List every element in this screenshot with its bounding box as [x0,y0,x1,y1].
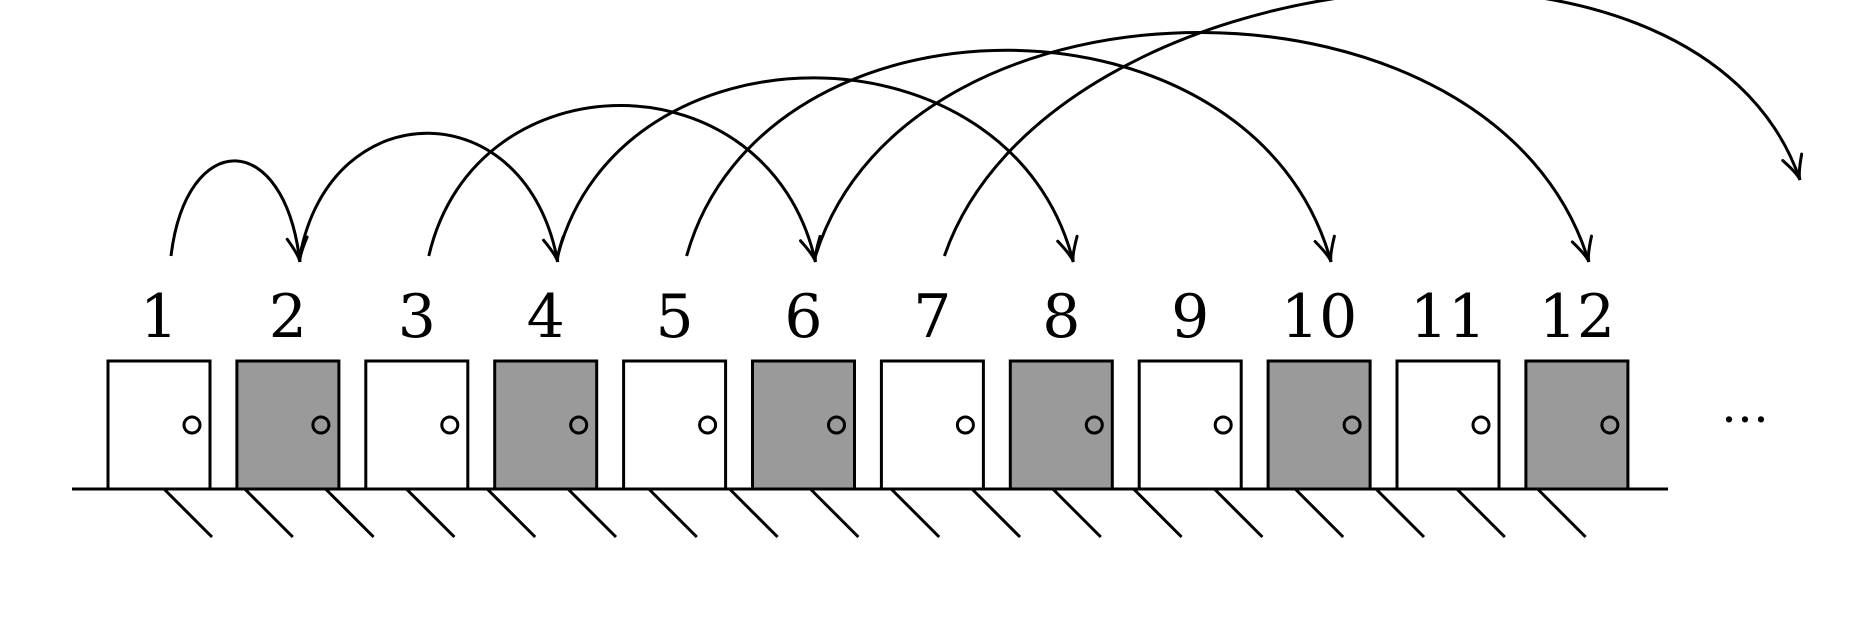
door-knob-icon [1600,415,1620,435]
ground-hatch [162,487,214,539]
door-panel [751,359,856,491]
door-panel [1266,359,1372,491]
door-panel [879,359,985,491]
door-panel [364,359,470,491]
door-number-label: 4 [527,282,565,352]
jump-arc [942,0,1802,257]
ground-hatch [970,487,1022,539]
jump-arc [298,131,560,263]
door-11: 11 [1395,282,1501,491]
door-9: 9 [1137,282,1243,491]
door-panel [622,359,728,491]
door-panel [1524,359,1630,491]
arrowhead-icon [1056,234,1079,263]
door-8: 8 [1008,282,1114,491]
ground-hatch [243,487,294,539]
door-number-label: 7 [913,282,951,352]
ground-hatch [1374,487,1426,539]
ground-hatch [728,487,779,539]
ground-hatch [1051,487,1102,539]
door-panel [1008,359,1114,491]
jump-arrow-5-to-10 [685,48,1336,263]
door-knob-icon [569,415,589,435]
door-number-label: 6 [784,282,822,352]
door-knob-icon [440,415,460,435]
door-number-label: 8 [1042,282,1080,352]
ground-hatch [1294,487,1345,539]
door-knob-icon [1342,415,1362,435]
jump-arc [556,76,1075,263]
jump-arrow-1-to-2 [169,159,309,263]
door-knob-icon [1084,415,1104,435]
door-knob-icon [311,415,331,435]
jump-arrow-7-to-14 [942,0,1804,257]
door-knob-icon [1213,415,1233,435]
jump-arc [427,104,817,263]
ground-hatch [324,487,375,539]
jump-arrows [169,0,1804,263]
jump-arc [169,159,302,263]
jump-arc [685,48,1333,263]
arrowhead-icon [1313,234,1336,263]
door-panel [235,359,341,491]
arrowhead-icon [1570,234,1593,263]
door-number-label: 5 [656,282,694,352]
door-6: 6 [751,282,856,491]
door-panel [106,359,212,491]
door-knob-icon [182,415,202,435]
ground-hatch [647,487,698,539]
door-1: 1 [106,282,212,491]
door-10: 10 [1266,282,1372,491]
door-knob-icon [827,415,846,435]
jump-arrow-3-to-6 [427,104,822,263]
jump-arc [814,31,1591,263]
door-7: 7 [879,282,985,491]
ground-hatch [1213,487,1264,539]
door-5: 5 [622,282,728,491]
door-panel [1137,359,1243,491]
ground-hatch [405,487,456,539]
door-4: 4 [493,282,599,491]
door-panel [493,359,599,491]
door-12: 12 [1524,282,1630,491]
arrowhead-icon [1781,152,1804,181]
door-number-label: 3 [398,282,436,352]
door-number-label: 12 [1539,282,1615,352]
ground-hatch [566,487,618,539]
jump-arrow-6-to-12 [814,31,1593,263]
door-number-label: 9 [1171,282,1209,352]
door-number-label: 10 [1281,282,1357,352]
door-knob-icon [698,415,718,435]
ground-hatch [1132,487,1183,539]
ground-hatch [1455,487,1506,539]
ground-hatch [890,487,941,539]
door-number-label: 2 [269,282,307,352]
ground-hatch [486,487,537,539]
ground-hatch [809,487,860,539]
door-knob-icon [1471,415,1491,435]
floor [72,487,1668,539]
continuation-ellipsis: … [1721,378,1769,434]
door-knob-icon [955,415,975,435]
door-panel [1395,359,1501,491]
door-number-label: 11 [1410,282,1486,352]
door-number-label: 1 [140,282,178,352]
door-2: 2 [235,282,341,491]
ground-hatch [1536,487,1587,539]
door-3: 3 [364,282,470,491]
jump-arrow-4-to-8 [556,76,1079,263]
